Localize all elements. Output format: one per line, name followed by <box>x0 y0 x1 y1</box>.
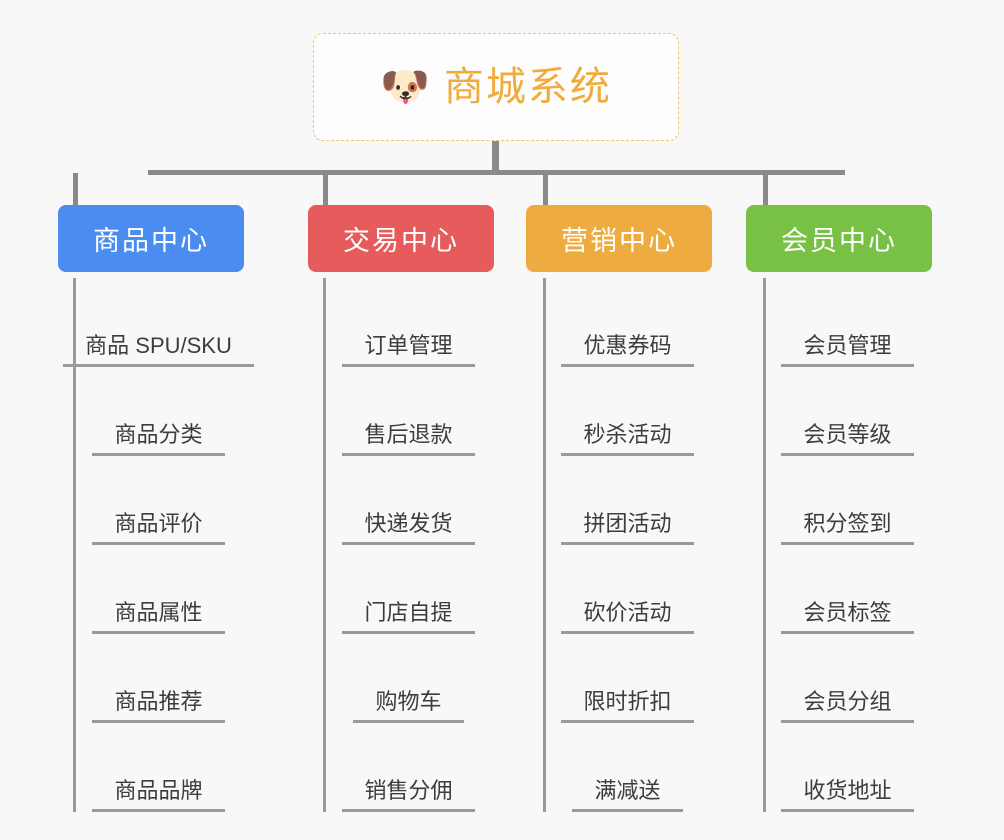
leaf-item[interactable]: 会员管理 <box>763 278 932 367</box>
leaf-item-label: 售后退款 <box>342 422 475 456</box>
leaf-item[interactable]: 购物车 <box>323 634 494 723</box>
leaf-item-label: 门店自提 <box>342 600 475 634</box>
category-header-label: 交易中心 <box>343 226 459 256</box>
leaf-item-label: 商品推荐 <box>92 689 225 723</box>
leaf-item[interactable]: 会员等级 <box>763 367 932 456</box>
leaf-item-label: 会员分组 <box>781 689 914 723</box>
leaf-item[interactable]: 商品分类 <box>73 367 244 456</box>
leaf-item[interactable]: 门店自提 <box>323 545 494 634</box>
leaf-list-trade-center: 订单管理售后退款快递发货门店自提购物车销售分佣 <box>323 272 494 812</box>
leaf-item-label: 订单管理 <box>342 333 475 367</box>
leaf-item[interactable]: 订单管理 <box>323 278 494 367</box>
leaf-list-member-center: 会员管理会员等级积分签到会员标签会员分组收货地址 <box>763 272 932 812</box>
category-header-label: 商品中心 <box>93 226 209 256</box>
connector-horizontal-bar <box>148 170 845 175</box>
leaf-item[interactable]: 会员分组 <box>763 634 932 723</box>
leaf-item-label: 积分签到 <box>781 511 914 545</box>
leaf-item-label: 商品 SPU/SKU <box>63 333 254 367</box>
leaf-item[interactable]: 秒杀活动 <box>543 367 712 456</box>
leaf-item[interactable]: 快递发货 <box>323 456 494 545</box>
leaf-item-label: 砍价活动 <box>561 600 694 634</box>
leaf-item-label: 商品属性 <box>92 600 225 634</box>
category-header-trade-center[interactable]: 交易中心 <box>308 205 494 272</box>
category-header-label: 会员中心 <box>781 226 897 256</box>
leaf-spine-member-center <box>763 278 766 812</box>
leaf-item-label: 会员等级 <box>781 422 914 456</box>
connector-drop-trade-center <box>323 173 328 208</box>
leaf-spine-marketing-center <box>543 278 546 812</box>
leaf-item[interactable]: 拼团活动 <box>543 456 712 545</box>
column-member-center: 会员中心会员管理会员等级积分签到会员标签会员分组收货地址 <box>746 205 932 812</box>
leaf-item[interactable]: 收货地址 <box>763 723 932 812</box>
dog-face-icon: 🐶 <box>380 65 430 109</box>
leaf-item-label: 商品品牌 <box>92 778 225 812</box>
leaf-item[interactable]: 售后退款 <box>323 367 494 456</box>
leaf-item-label: 商品评价 <box>92 511 225 545</box>
root-node[interactable]: 🐶 商城系统 <box>313 33 679 141</box>
leaf-item-label: 商品分类 <box>92 422 225 456</box>
leaf-item-label: 快递发货 <box>342 511 475 545</box>
leaf-spine-trade-center <box>323 278 326 812</box>
leaf-list-marketing-center: 优惠券码秒杀活动拼团活动砍价活动限时折扣满减送 <box>543 272 712 812</box>
leaf-item[interactable]: 限时折扣 <box>543 634 712 723</box>
connector-root-stem <box>492 141 499 173</box>
leaf-item-label: 收货地址 <box>781 778 914 812</box>
leaf-item[interactable]: 商品属性 <box>73 545 244 634</box>
connector-drop-member-center <box>763 173 768 208</box>
connector-drop-marketing-center <box>543 173 548 208</box>
leaf-item-label: 购物车 <box>353 689 464 723</box>
column-product-center: 商品中心商品 SPU/SKU 商品分类商品评价商品属性商品推荐商品品牌 <box>58 205 254 812</box>
connector-drop-product-center <box>73 173 78 208</box>
leaf-item[interactable]: 优惠券码 <box>543 278 712 367</box>
root-title: 商城系统 <box>443 65 612 109</box>
leaf-item[interactable]: 积分签到 <box>763 456 932 545</box>
leaf-item-label: 销售分佣 <box>342 778 475 812</box>
leaf-item[interactable]: 商品评价 <box>73 456 244 545</box>
leaf-item[interactable]: 商品品牌 <box>73 723 244 812</box>
category-header-marketing-center[interactable]: 营销中心 <box>526 205 712 272</box>
leaf-item-label: 限时折扣 <box>561 689 694 723</box>
leaf-item[interactable]: 销售分佣 <box>323 723 494 812</box>
leaf-list-product-center: 商品 SPU/SKU 商品分类商品评价商品属性商品推荐商品品牌 <box>63 272 254 812</box>
leaf-item[interactable]: 商品 SPU/SKU <box>63 278 254 367</box>
leaf-item[interactable]: 满减送 <box>543 723 712 812</box>
category-header-label: 营销中心 <box>561 226 677 256</box>
leaf-item-label: 拼团活动 <box>561 511 694 545</box>
leaf-spine-product-center <box>73 278 76 812</box>
leaf-item-label: 秒杀活动 <box>561 422 694 456</box>
leaf-item-label: 满减送 <box>572 778 683 812</box>
column-marketing-center: 营销中心优惠券码秒杀活动拼团活动砍价活动限时折扣满减送 <box>526 205 712 812</box>
leaf-item-label: 会员标签 <box>781 600 914 634</box>
leaf-item[interactable]: 砍价活动 <box>543 545 712 634</box>
leaf-item[interactable]: 会员标签 <box>763 545 932 634</box>
category-header-product-center[interactable]: 商品中心 <box>58 205 244 272</box>
leaf-item[interactable]: 商品推荐 <box>73 634 244 723</box>
leaf-item-label: 会员管理 <box>781 333 914 367</box>
leaf-item-label: 优惠券码 <box>561 333 694 367</box>
column-trade-center: 交易中心订单管理售后退款快递发货门店自提购物车销售分佣 <box>308 205 494 812</box>
category-header-member-center[interactable]: 会员中心 <box>746 205 932 272</box>
